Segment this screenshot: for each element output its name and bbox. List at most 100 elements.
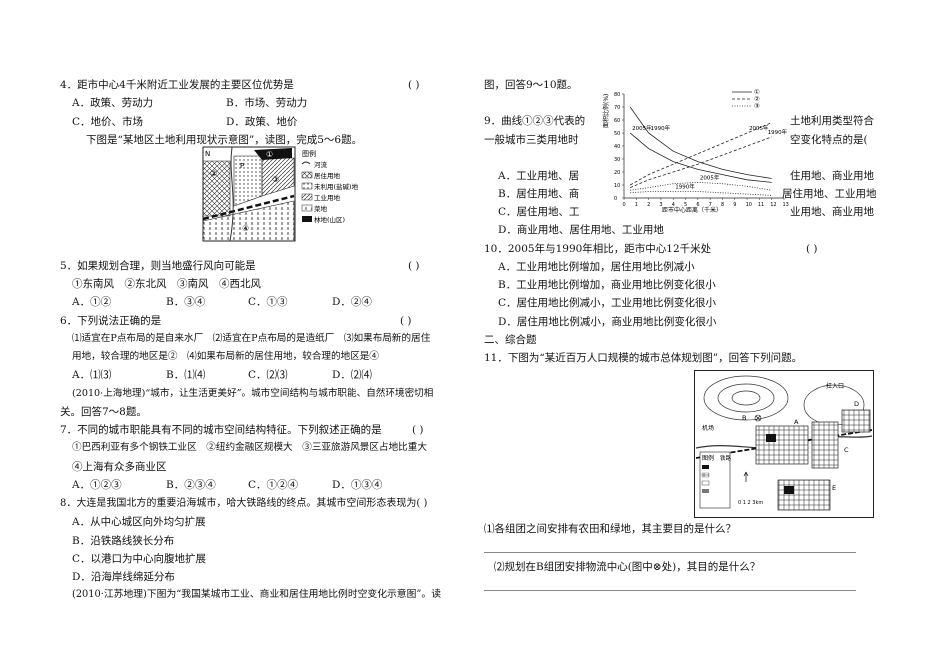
q5-paren: ( ) [408, 260, 420, 272]
city-legend-swatch-2 [701, 472, 710, 478]
chart-x-tick-label: 6 [696, 202, 699, 208]
q4-paren: ( ) [408, 79, 420, 91]
river-line [229, 146, 234, 242]
q5-option-b: B．③④ [166, 296, 206, 308]
answer-line-1[interactable] [484, 552, 856, 553]
label-airport: 机场 [702, 424, 714, 432]
chart-x-tick-label: 9 [733, 202, 736, 208]
contour-outer [703, 375, 789, 421]
q10-text: 10．2005年与1990年相比，距市中心12千米处 [484, 243, 712, 255]
chart-x-tick-label: 8 [721, 202, 724, 208]
contour-inner [731, 390, 761, 406]
chart-x-tick-label: 11 [758, 202, 764, 208]
q6-option-d: D．⑵⑷ [332, 369, 372, 381]
q5-option-d: D．②④ [332, 296, 372, 308]
city-scale: 0 1 2 3km [738, 500, 763, 506]
map1-legend-title: 图例 [302, 149, 316, 158]
logistics-center-cross [755, 415, 761, 421]
legend-river: 河流 [314, 160, 328, 169]
q6-option-c: C．⑵⑶ [248, 369, 288, 381]
map-circle-3: ③ [272, 175, 279, 184]
district-a-block [766, 434, 776, 442]
chart-series-line [630, 122, 772, 186]
label-b: B [742, 414, 746, 422]
chart-series-line [629, 132, 772, 183]
chart-series-label: 2005年 [700, 173, 720, 181]
q6-paren: ( ) [400, 315, 412, 327]
q6-option-b: B．⑴⑷ [166, 369, 206, 381]
legend-residential: 居住用地 [314, 171, 341, 180]
city-legend-swatch-3 [701, 480, 710, 486]
answer-line-2[interactable] [484, 590, 856, 591]
q7-line-3: ④上海有众多商业区 [72, 461, 167, 473]
q6-line-2: 用地，较合理的地区是② ⑷如果布局新的居住用地，较合理的地区是④ [72, 351, 379, 362]
q10-option-b: B．工业用地比例增加，商业用地比例变化很小 [498, 279, 716, 291]
map-circle-4: ④ [242, 224, 249, 233]
chart-y-tick-label: 30 [614, 157, 620, 163]
q7-line-1: 7．不同的城市职能具有不同的城市空间结构特征。下列叙述正确的是 [60, 424, 382, 436]
chart-y-tick-label: 70 [614, 105, 620, 111]
intro-7-8-line-2: 关。回答7～8题。 [60, 406, 147, 418]
city-legend-title: 图例 [702, 454, 714, 462]
chart-series-label: 1990年 [768, 128, 788, 136]
chart-series-label: 1990年 [675, 183, 695, 191]
legend-vegetable-icon [301, 204, 313, 212]
district-d [841, 409, 871, 433]
land-use-map: N ① ② ③ ④ P 图例 河流 居住用地 未利用(盐碱)地 工业用地 菜地 … [202, 146, 359, 242]
q8-option-c: C．以港口为中心向腹地扩展 [72, 553, 207, 565]
q5-option-c: C．①③ [248, 296, 288, 308]
north-arrow: N [205, 150, 210, 158]
chart-y-tick-label: 0 [614, 196, 617, 202]
label-a: A [794, 418, 799, 426]
q8-option-b: B．沿铁路线狭长分布 [72, 535, 175, 547]
chart-ylabel: 面积比例(%) [602, 94, 610, 128]
q9-option-c-right: 业用地、商业用地 [790, 206, 874, 218]
logistics-center-icon [754, 414, 762, 422]
chart-x-tick-label: 4 [672, 202, 675, 208]
city-map-legend [699, 451, 731, 509]
chart-x-tick-label: 1 [635, 202, 638, 208]
legend-label-1: ① [754, 88, 760, 96]
section-2-heading: 二、综合题 [484, 334, 537, 346]
q8-option-a: A．从中心城区向外均匀扩展 [72, 516, 206, 528]
district-e [777, 479, 831, 511]
label-e: E [832, 484, 836, 492]
q4-option-c: C．地价、市场 [72, 116, 144, 128]
legend-industrial-icon [301, 193, 313, 201]
q9-line-2a: 一般城市三类用地时 [484, 134, 579, 146]
chart-x-tick-label: 2 [647, 202, 650, 208]
legend-label-3: ③ [754, 102, 760, 110]
q7-option-c: C．①②④ [248, 479, 299, 491]
chart-x-tick-label: 7 [709, 202, 712, 208]
q11-text: 11．下图为“某近百万人口规模的城市总体规划图”，回答下列问题。 [484, 352, 803, 364]
label-entrance: 扛入口 [826, 382, 844, 390]
q5-option-a: A．①② [72, 296, 112, 308]
legend-unused-icon [301, 182, 313, 190]
chart-legend: ① ② ③ [732, 88, 760, 110]
chart-y-tick-label: 80 [614, 92, 620, 98]
q9-line-1b: 土地利用类型符合 [790, 115, 874, 127]
map-p-label: P [240, 162, 244, 170]
north-arrow-icon [743, 471, 749, 482]
legend-label-2: ② [754, 95, 760, 103]
q7-paren: ( ) [412, 424, 424, 436]
map-circle-2: ② [210, 169, 217, 178]
q9-option-c-left: C．居住用地、工 [498, 206, 580, 218]
q6-option-a: A．⑴⑶ [72, 369, 112, 381]
q10-option-c: C．居住用地比例减小，工业用地比例变化很小 [498, 297, 717, 309]
city-legend-swatch-1 [702, 465, 709, 469]
q7-line-2: ①巴西利亚有多个钢铁工业区 ②纽约金融区规模大 ③三亚旅游风景区占地比重大 [72, 442, 427, 453]
q9-option-d: D．商业用地、居住用地、工业用地 [498, 224, 664, 236]
district-c [811, 421, 839, 469]
chart-y-tick-label: 10 [614, 183, 620, 189]
city-legend-swatch-4 [702, 489, 709, 493]
chart-series-line [630, 181, 772, 191]
q9-option-b-left: B．居住用地、商 [498, 188, 580, 200]
q9-line-2b: 空变化特点的是( [790, 134, 868, 146]
chart-y-tick-label: 50 [614, 131, 620, 137]
legend-river-icon [301, 161, 311, 165]
area-vegetable [202, 200, 295, 242]
chart-y-tick-label: 60 [614, 118, 620, 124]
